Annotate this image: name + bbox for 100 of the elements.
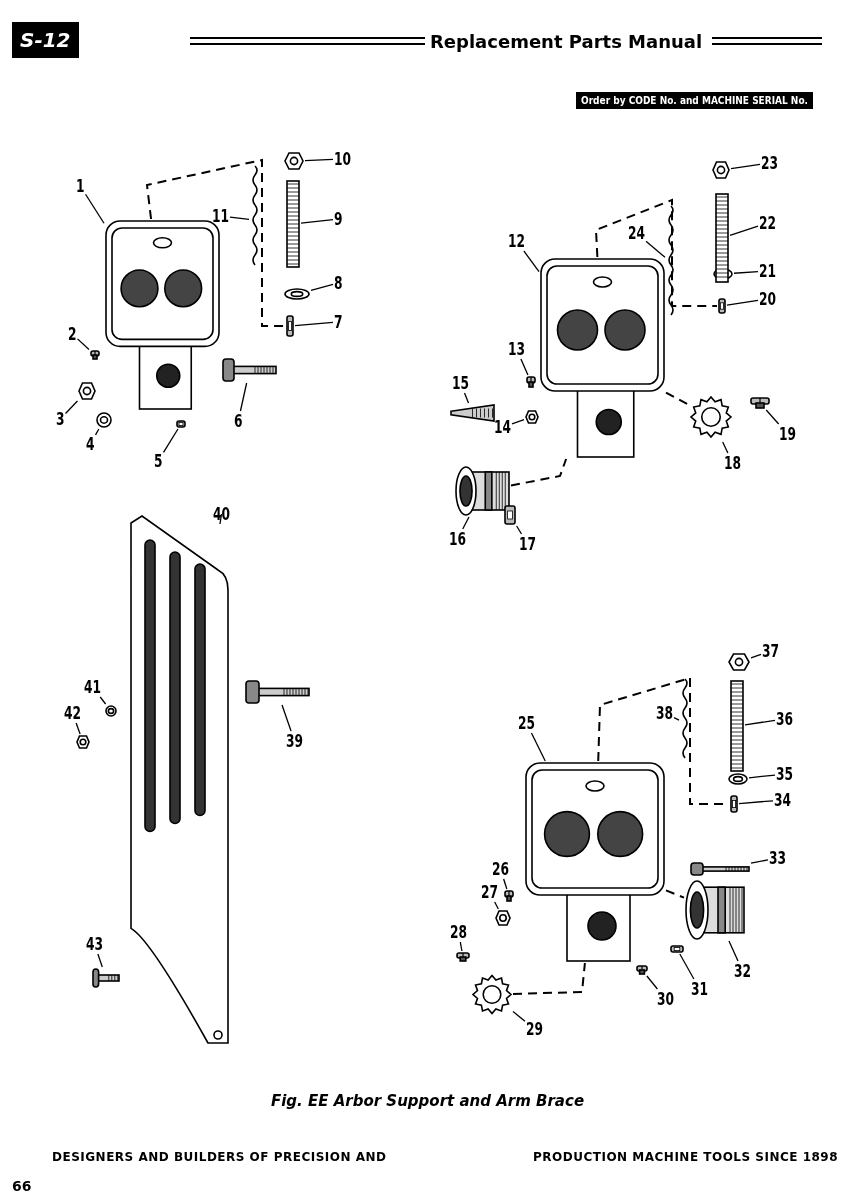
callout-number: 36 [776, 710, 794, 728]
callout-number: 16 [449, 530, 467, 548]
callout-number: 5 [154, 452, 163, 470]
leader-line [722, 441, 729, 454]
leader-line [530, 732, 546, 762]
leader-line [459, 941, 463, 952]
pin-drawing [670, 945, 684, 953]
callout-number: 39 [286, 732, 304, 750]
leader-line [463, 392, 470, 404]
taper-pin-drawing [450, 404, 495, 422]
footer-text: DESIGNERS AND BUILDERS OF PRECISION AND [52, 1150, 387, 1164]
leader-line [728, 940, 739, 962]
callout-number: 25 [518, 714, 536, 732]
pin-drawing [176, 420, 186, 428]
leader-line [729, 225, 759, 236]
leader-line [646, 975, 659, 990]
hex-nut-drawing [78, 382, 96, 400]
pin-drawing [504, 505, 516, 525]
leader-line [462, 516, 470, 530]
leader-line [281, 704, 292, 732]
callout-number: 22 [759, 214, 777, 232]
threaded-stud-drawing [286, 180, 300, 268]
leader-line [750, 653, 762, 659]
screw-drawing [90, 350, 100, 360]
callout-number: 12 [508, 232, 526, 250]
hex-nut-drawing [525, 410, 539, 424]
callout-number: 8 [334, 274, 343, 292]
leader-line [76, 338, 90, 351]
leader-line [304, 158, 334, 162]
leader-line [84, 193, 105, 224]
callout-number: 23 [761, 154, 779, 172]
leader-line [162, 428, 179, 454]
screw-drawing [526, 376, 536, 388]
leader-line [229, 216, 250, 220]
leader-line [503, 878, 508, 890]
leader-line [99, 696, 107, 705]
page-number: 66 [12, 1178, 32, 1194]
knurled-nut-drawing [690, 393, 732, 441]
callout-number: 10 [334, 150, 352, 168]
leader-line [64, 400, 79, 415]
callout-number: 3 [56, 410, 65, 428]
knurled-nut-drawing [472, 972, 512, 1017]
callout-number: 27 [481, 883, 499, 901]
callout-number: 42 [64, 704, 82, 722]
callout-number: 1 [76, 177, 85, 195]
dashed-center-line [145, 158, 286, 327]
leader-line [494, 901, 499, 910]
hex-nut-drawing [495, 910, 511, 926]
dashed-center-line [512, 962, 586, 995]
dashed-center-line [665, 391, 690, 407]
sleeve-drawing [455, 466, 510, 516]
callout-number: 24 [628, 224, 646, 242]
threaded-stud-drawing [730, 680, 744, 772]
leader-line [516, 525, 523, 535]
support-housing-drawing [525, 762, 665, 962]
sleeve-drawing [685, 880, 745, 940]
washer-drawing [96, 412, 112, 428]
callout-number: 9 [334, 210, 343, 228]
callout-number: 35 [776, 765, 794, 783]
hex-nut-drawing [76, 735, 90, 749]
leader-line [733, 271, 759, 274]
leader-line [300, 218, 334, 224]
leader-line [750, 859, 769, 864]
leader-line [219, 513, 223, 525]
leader-line [679, 953, 695, 980]
callout-number: 21 [759, 262, 777, 280]
leader-line [765, 409, 780, 425]
callout-number: 31 [691, 980, 709, 998]
callout-number: 29 [526, 1020, 544, 1038]
bolt-drawing [92, 968, 120, 988]
callout-number: 18 [724, 454, 742, 472]
pin-drawing [718, 298, 726, 314]
callout-number: 4 [86, 435, 95, 453]
leader-line [239, 382, 248, 412]
callout-number: 15 [452, 374, 470, 392]
pin-drawing [286, 315, 294, 337]
hex-nut-drawing [712, 161, 730, 179]
dashed-center-line [594, 198, 718, 307]
support-housing-drawing [105, 220, 220, 410]
bolt-drawing [245, 680, 310, 704]
screw-drawing [636, 965, 648, 975]
callout-number: 7 [334, 313, 343, 331]
leader-line [673, 717, 680, 721]
callout-number: 2 [68, 325, 77, 343]
washer-drawing [284, 288, 310, 300]
callout-number: 17 [519, 535, 537, 553]
pin-drawing [730, 795, 738, 813]
callout-number: 26 [492, 860, 510, 878]
order-note: Order by CODE No. and MACHINE SERIAL No. [576, 92, 813, 109]
footer-text: PRODUCTION MACHINE TOOLS SINCE 1898 [533, 1150, 839, 1164]
callout-number: 32 [734, 962, 752, 980]
callout-number: 14 [494, 418, 512, 436]
callout-number: 11 [212, 207, 230, 225]
leader-line [744, 719, 776, 726]
callout-number: 6 [234, 412, 243, 430]
callout-number: 43 [86, 935, 104, 953]
leader-line [94, 428, 100, 436]
screw-drawing [504, 890, 514, 902]
leader-line [512, 1010, 526, 1022]
page-title: Replacement Parts Manual [430, 31, 703, 52]
